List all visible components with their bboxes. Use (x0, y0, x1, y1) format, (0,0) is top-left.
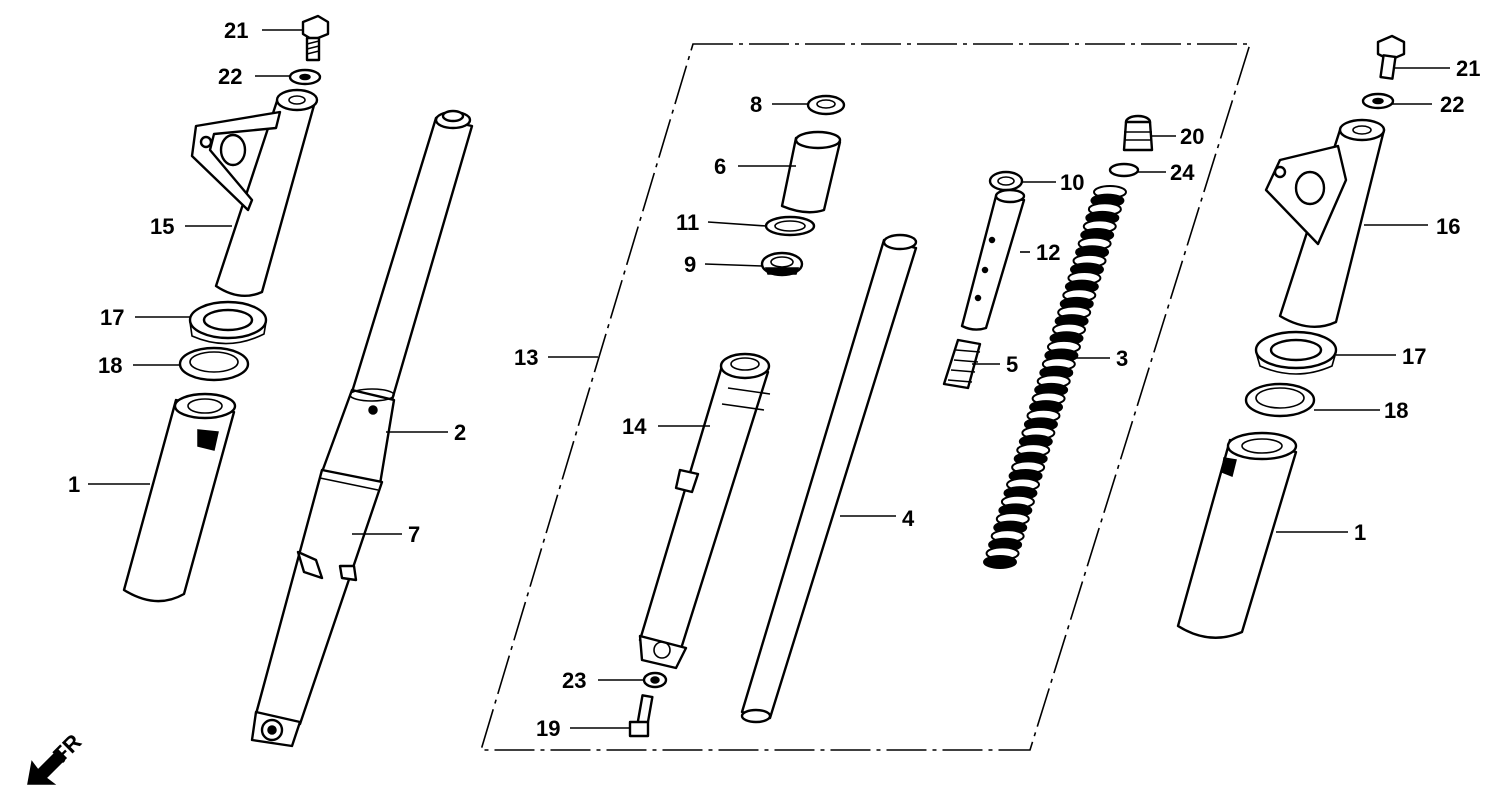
callout-19: 19 (536, 716, 560, 741)
callout-18-left: 18 (98, 353, 122, 378)
callout-12: 12 (1036, 240, 1060, 265)
callout-1-left: 1 (68, 472, 80, 497)
callout-21-right: 21 (1456, 56, 1480, 81)
callout-4: 4 (902, 506, 915, 531)
callout-17-left: 17 (100, 305, 124, 330)
o-ring-24 (1108, 162, 1140, 178)
bushing-9 (760, 251, 804, 277)
callout-11: 11 (676, 210, 699, 235)
washer-22-right (1361, 92, 1395, 110)
callout-20: 20 (1180, 124, 1204, 149)
upper-cover-16 (1264, 118, 1386, 328)
callout-23: 23 (562, 668, 586, 693)
spring-coil (983, 555, 1017, 569)
callout-18-right: 18 (1384, 398, 1408, 423)
bolt-19 (628, 694, 654, 738)
callout-22-right: 22 (1440, 92, 1464, 117)
lower-cover-1-left (122, 392, 237, 603)
callout-16: 16 (1436, 214, 1460, 239)
sub-assembly-frame (479, 43, 1252, 751)
callout-2: 2 (454, 420, 466, 445)
front-direction-arrow (27, 748, 68, 785)
cap-bolt-20 (1122, 114, 1154, 152)
fork-tube-assembly-2-7 (250, 109, 474, 748)
callout-8: 8 (750, 92, 762, 117)
fork-spring-3 (983, 185, 1127, 569)
callout-24: 24 (1170, 160, 1195, 185)
callout-3: 3 (1116, 346, 1128, 371)
circlip-11 (764, 215, 816, 237)
callout-21-left: 21 (224, 18, 248, 43)
callout-15: 15 (150, 214, 174, 239)
upper-cover-15 (190, 88, 319, 298)
washer-22-left (288, 68, 322, 86)
damper-rod-12 (960, 188, 1026, 331)
seal-ring-18-right (1244, 382, 1316, 418)
callout-6: 6 (714, 154, 726, 179)
seal-ring-18-left (178, 346, 250, 382)
callout-13: 13 (514, 345, 538, 370)
fork-pipe-4 (740, 233, 918, 724)
dust-seal-17-right (1254, 330, 1338, 375)
rebound-spring-5 (942, 338, 982, 390)
dust-seal-17-left (188, 300, 268, 345)
slider-14 (638, 352, 771, 670)
callout-5: 5 (1006, 352, 1018, 377)
callout-14: 14 (622, 414, 647, 439)
callout-1-right: 1 (1354, 520, 1366, 545)
callout-10: 10 (1060, 170, 1084, 195)
bolt-21-right (1376, 34, 1406, 80)
callout-17-right: 17 (1402, 344, 1426, 369)
bolt-21-left (301, 14, 330, 62)
collar-6 (780, 130, 842, 214)
callout-9: 9 (684, 252, 696, 277)
lower-cover-1-right (1176, 431, 1298, 639)
washer-23 (642, 671, 668, 689)
callout-7: 7 (408, 522, 420, 547)
leader-lines (88, 29, 1450, 729)
callout-22-left: 22 (218, 64, 242, 89)
washer-8 (806, 94, 846, 116)
piston-ring-10 (988, 170, 1024, 192)
